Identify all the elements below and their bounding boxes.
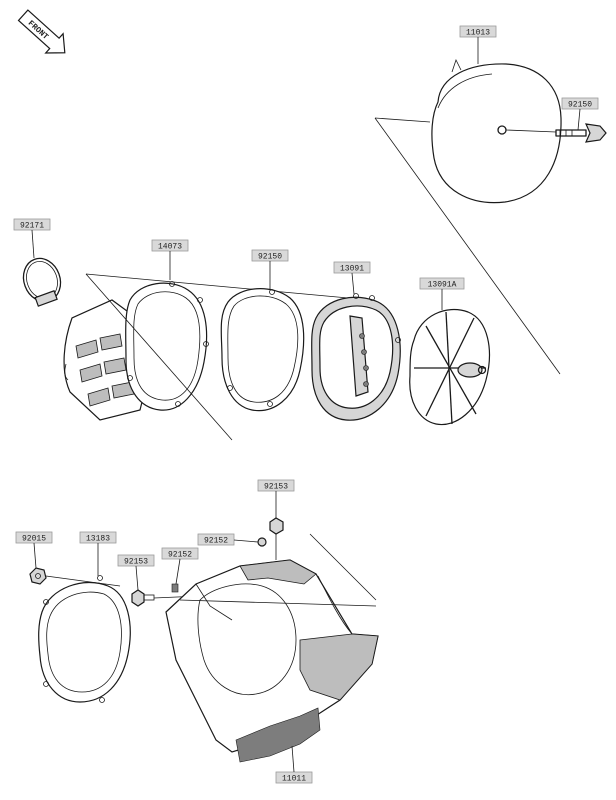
svg-text:13091A: 13091A: [428, 281, 457, 290]
element-gasket: [220, 288, 305, 412]
svg-text:92152: 92152: [168, 551, 192, 560]
bolt-left: [131, 589, 201, 607]
element-holder: [311, 293, 401, 421]
svg-text:92153: 92153: [264, 483, 288, 492]
svg-text:92015: 92015: [22, 535, 46, 544]
label-14073: 14073: [151, 239, 189, 280]
svg-text:11011: 11011: [282, 775, 306, 784]
label-11013: 11013: [459, 25, 497, 64]
label-92152-spacer: 92152: [197, 533, 259, 546]
band-clamp: [22, 257, 62, 307]
svg-text:92152: 92152: [204, 537, 228, 546]
label-92171: 92171: [13, 218, 51, 259]
svg-text:92171: 92171: [20, 222, 44, 231]
svg-text:13183: 13183: [86, 535, 110, 544]
label-92150-wing-bolt: 92150: [561, 97, 599, 131]
spacer: [257, 537, 267, 547]
label-13183: 13183: [79, 531, 117, 576]
bolt-top: [269, 517, 284, 560]
label-11011: 11011: [275, 745, 313, 784]
label-92015: 92015: [15, 531, 53, 569]
label-92153-left: 92153: [117, 554, 155, 591]
label-92152-collar: 92152: [161, 547, 199, 585]
washer: [29, 567, 121, 587]
element-holder-frame: [409, 308, 491, 426]
svg-text:14073: 14073: [158, 243, 182, 252]
collar: [171, 583, 179, 593]
label-92150-gasket: 92150: [251, 249, 289, 290]
wing-bolt: [505, 123, 607, 143]
svg-text:11013: 11013: [466, 29, 490, 38]
label-13091: 13091: [333, 261, 371, 295]
svg-text:92150: 92150: [258, 253, 282, 262]
holder-gasket: [85, 273, 371, 441]
cover-gasket: [38, 575, 131, 703]
air-cleaner-housing: [165, 533, 379, 763]
svg-text:92150: 92150: [568, 101, 592, 110]
svg-text:92153: 92153: [124, 558, 148, 567]
label-13091a: 13091A: [419, 277, 465, 310]
label-92153-top: 92153: [257, 479, 295, 518]
front-arrow-icon: FRONT: [17, 9, 66, 54]
air-cleaner-element-outer: [374, 58, 562, 375]
svg-text:13091: 13091: [340, 265, 364, 274]
